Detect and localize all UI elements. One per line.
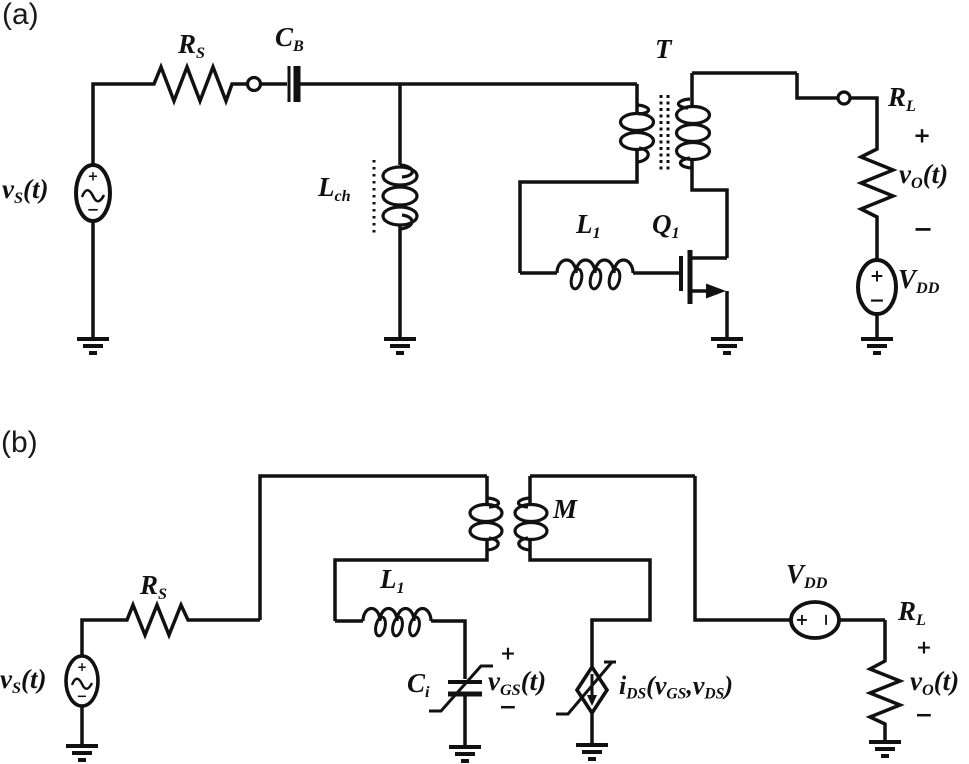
- vdd-label-a: VDD: [898, 264, 940, 297]
- q1-mosfet: [679, 250, 745, 355]
- rl-resistor-a: [856, 145, 898, 222]
- l1-label-a: L1: [576, 209, 601, 242]
- rs-label-a: RS: [178, 29, 206, 62]
- source-arrow-icon: [706, 283, 726, 299]
- vdd-b-plus: +: [795, 610, 809, 629]
- ground-icon: [382, 337, 418, 355]
- rs-resistor-a: [148, 62, 247, 107]
- ci-label: Ci: [407, 668, 430, 701]
- vo-label-a: vO(t): [899, 159, 949, 192]
- ground-icon: [709, 337, 745, 355]
- vs-label-b: vS(t): [0, 664, 47, 697]
- ground-icon: [574, 743, 610, 761]
- vs-source-a: [74, 82, 148, 355]
- panel-label-a: (a): [2, 0, 39, 31]
- transformer-t: [518, 71, 797, 273]
- ground-icon: [859, 337, 895, 355]
- mutual-label: M: [553, 494, 578, 524]
- circuit-b: [64, 474, 905, 763]
- vdd-b-minus: −: [817, 613, 836, 627]
- lch-inductor-a: [372, 84, 419, 355]
- rl-load-b: [865, 620, 905, 758]
- ground-icon: [64, 744, 100, 762]
- l1-label-b: L1: [380, 564, 405, 597]
- vs-label-a: vS(t): [2, 174, 49, 207]
- cb-label-a: CB: [275, 22, 304, 55]
- vo-a-minus: −: [912, 215, 934, 243]
- cb-capacitor-a: [261, 66, 637, 102]
- ids-current-source: [556, 660, 616, 761]
- vdd-a-plus: +: [869, 266, 885, 287]
- rs-resistor-b: [122, 474, 487, 640]
- vo-a-plus: +: [913, 123, 931, 148]
- l1-inductor-a: [520, 258, 681, 291]
- variable-arrow: [429, 664, 493, 713]
- vo-label-b: vO(t): [910, 666, 960, 699]
- rl-label-b: RL: [898, 596, 926, 629]
- vs-b-plus: +: [76, 660, 88, 674]
- vo-b-plus: +: [916, 636, 932, 659]
- ci-capacitor: [429, 664, 493, 763]
- terminal-node-a-out: [836, 90, 852, 106]
- panel-label-b: (b): [1, 426, 38, 459]
- rs-label-b: RS: [140, 570, 168, 603]
- ground-icon: [867, 740, 903, 758]
- q1-label: Q1: [652, 209, 680, 242]
- vs-b-minus: −: [76, 689, 88, 705]
- ids-label: iDS(vGS,vDS): [619, 671, 733, 703]
- vdd-label-b: VDD: [786, 559, 828, 592]
- vgs-label: vGS(t): [488, 666, 547, 699]
- rl-label-a: RL: [888, 82, 916, 115]
- ground-icon: [447, 745, 483, 763]
- l1-inductor-b: [335, 606, 467, 679]
- vgs-plus: +: [500, 642, 516, 665]
- vs-source-b: [64, 618, 122, 762]
- nonlinear-strike: [556, 660, 616, 716]
- output-network-a: [795, 73, 898, 355]
- lch-label-a: Lch: [318, 172, 351, 205]
- circuit-a: [74, 62, 898, 355]
- vs-a-minus: −: [86, 200, 100, 219]
- vdd-source-b: [789, 600, 885, 640]
- terminal-node-a-in: [245, 75, 263, 93]
- transformer-t-label: T: [655, 34, 672, 64]
- ground-icon: [75, 337, 111, 355]
- current-arrow-icon: [587, 695, 597, 706]
- vdd-a-minus: −: [869, 289, 885, 312]
- vs-a-plus: +: [87, 169, 99, 185]
- transformer-m: [333, 474, 791, 667]
- vo-b-minus: −: [914, 703, 934, 728]
- vgs-minus: −: [498, 695, 518, 720]
- rl-resistor-b: [865, 658, 905, 730]
